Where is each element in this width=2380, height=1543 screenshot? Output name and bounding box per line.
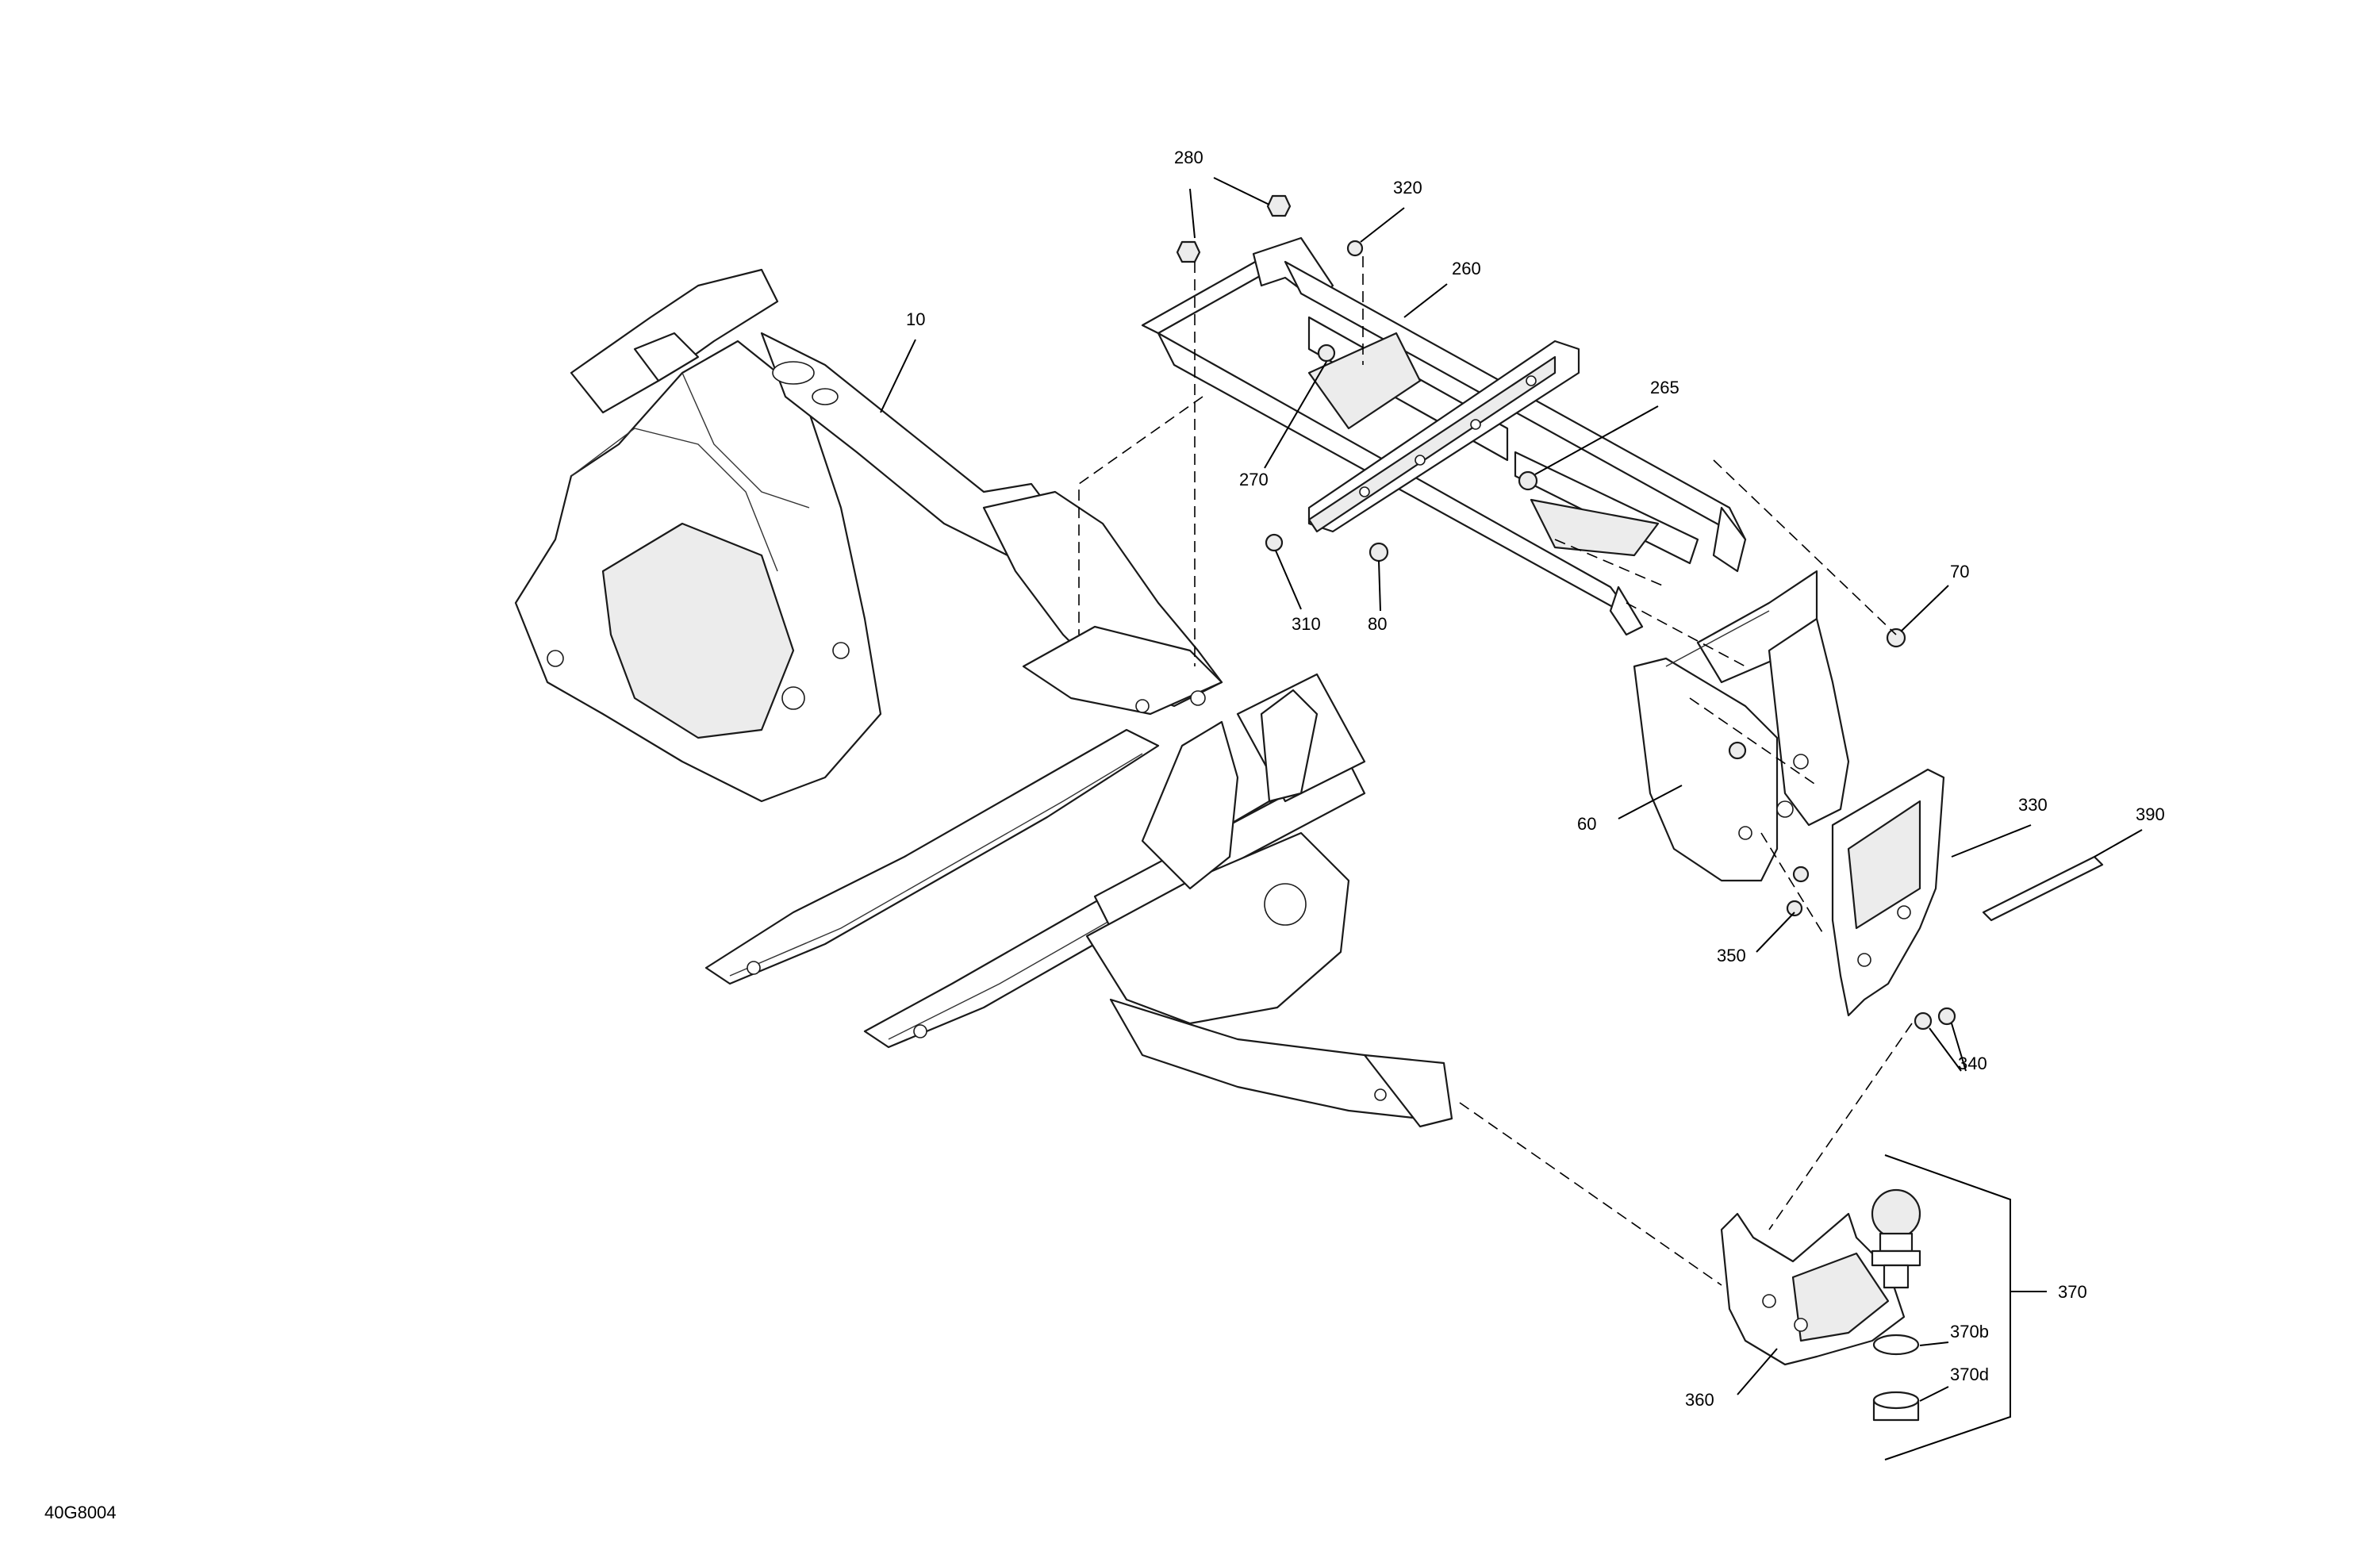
fasteners bbox=[1176, 194, 1956, 1031]
callout-60: 60 bbox=[1577, 814, 1596, 834]
callout-260: 260 bbox=[1452, 259, 1481, 278]
callout-320: 320 bbox=[1393, 178, 1422, 198]
decal bbox=[1982, 855, 2104, 922]
callout-360: 360 bbox=[1685, 1390, 1714, 1410]
main-frame bbox=[514, 268, 1453, 1128]
washer-370b bbox=[1872, 1334, 1920, 1356]
callout-80: 80 bbox=[1368, 614, 1387, 634]
hitch-ball-assembly bbox=[1871, 1188, 1921, 1422]
callout-370b: 370b bbox=[1950, 1322, 1989, 1341]
callout-265: 265 bbox=[1650, 378, 1679, 397]
callout-370d: 370d bbox=[1950, 1365, 1989, 1384]
drawing-code: 40G8004 bbox=[44, 1503, 117, 1522]
hitch-bracket bbox=[1633, 570, 1850, 882]
callout-310: 310 bbox=[1292, 614, 1321, 634]
skid-plate bbox=[1831, 768, 1945, 1017]
assembly-lines bbox=[1078, 256, 1913, 1286]
callout-370: 370 bbox=[2058, 1282, 2087, 1302]
callout-270: 270 bbox=[1239, 470, 1269, 489]
callout-280: 280 bbox=[1174, 148, 1203, 167]
hitch-receiver bbox=[1720, 1212, 1906, 1366]
rear-subframe bbox=[1141, 236, 1747, 636]
callout-350: 350 bbox=[1717, 946, 1746, 965]
callout-340: 340 bbox=[1958, 1054, 1987, 1073]
callout-70: 70 bbox=[1950, 562, 1969, 582]
leader-lines bbox=[880, 177, 2143, 1460]
callout-330: 330 bbox=[2018, 795, 2048, 815]
callout-labels: 10 280 320 260 265 270 310 80 70 60 330 … bbox=[906, 148, 2165, 1410]
callout-390: 390 bbox=[2136, 804, 2165, 824]
callout-10: 10 bbox=[906, 309, 925, 329]
